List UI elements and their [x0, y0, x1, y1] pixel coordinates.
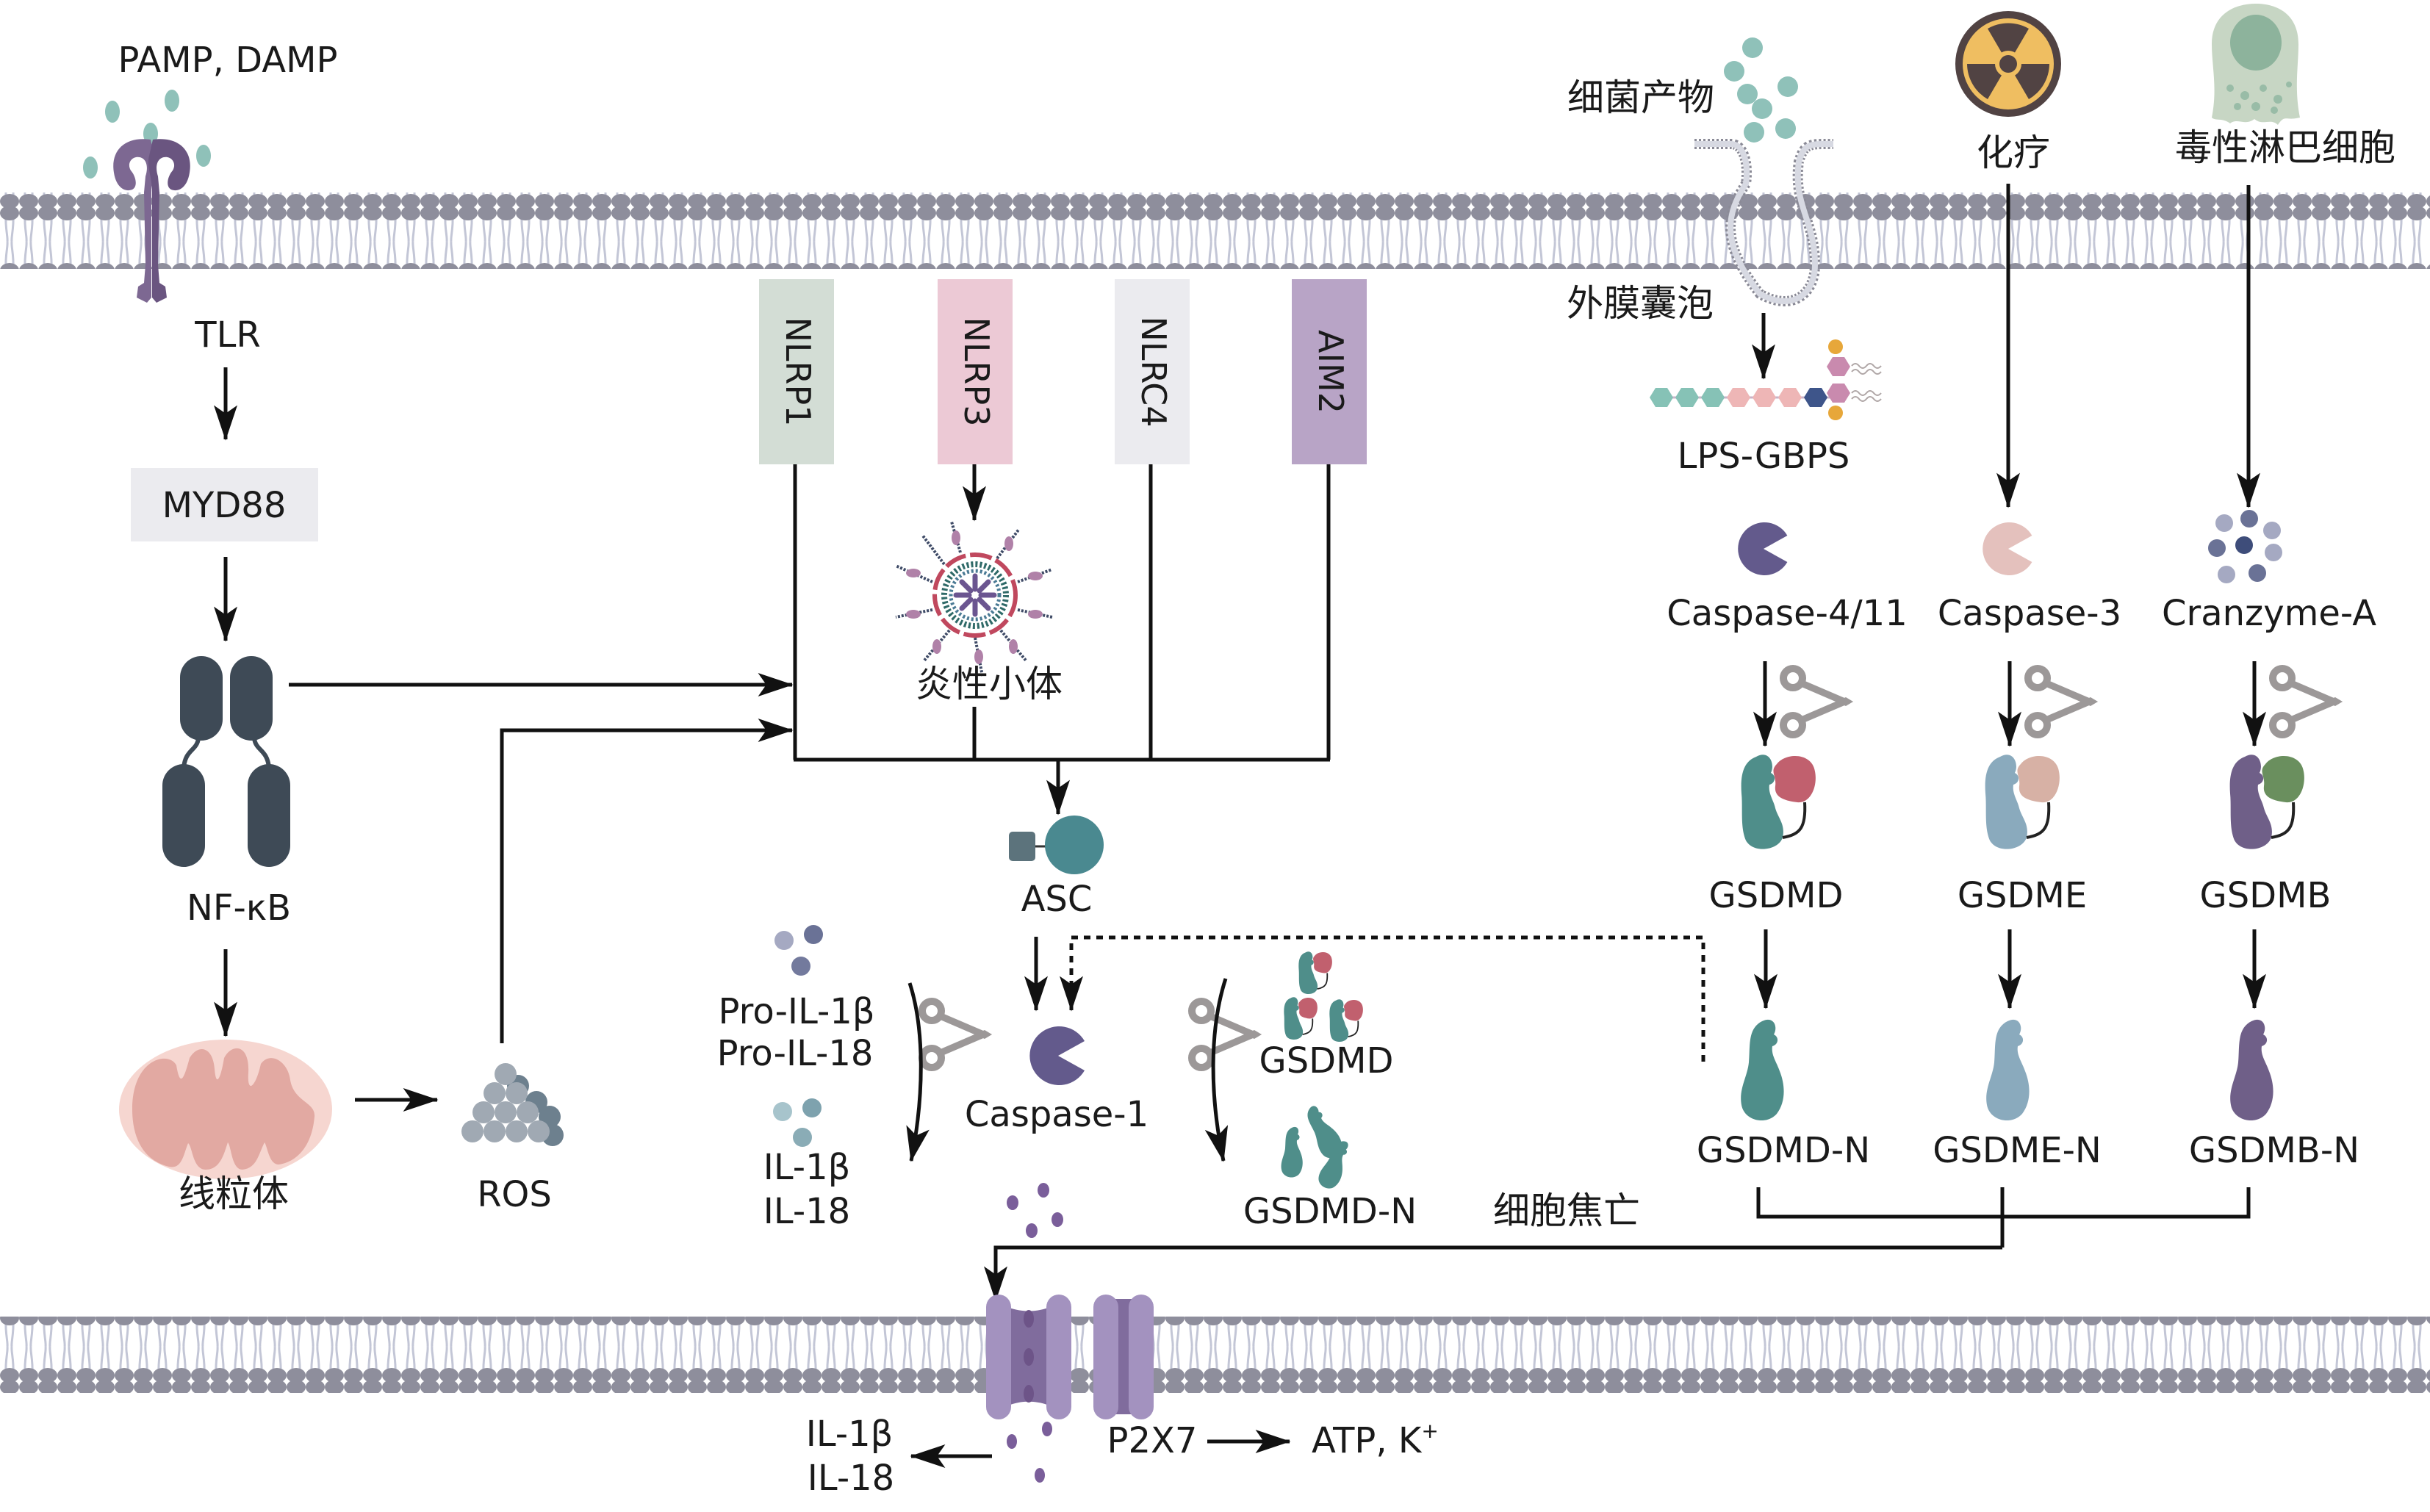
caspase1-label: Caspase-1	[965, 1094, 1149, 1135]
cytotoxic-lymphocyte-icon	[2212, 4, 2300, 125]
nlrc4-box	[1115, 279, 1190, 464]
scissors-icon-left	[922, 1001, 992, 1068]
pro-il-1b-label: Pro-IL-1β	[719, 991, 875, 1032]
sensor-aim2: AIM2	[1292, 279, 1367, 464]
atp-k-label: ATP, K+	[1312, 1419, 1439, 1461]
released-particles-bottom-icon	[1007, 1422, 1052, 1483]
il-1b-released-label: IL-1β	[806, 1414, 894, 1455]
sensor-nlrp3: NLRP3	[938, 279, 1013, 464]
gsdmd-label: GSDMD	[1709, 875, 1844, 916]
gsdme-label: GSDME	[1958, 875, 2087, 916]
nlrp1-label: NLRP1	[778, 317, 818, 426]
cytotoxic-lymphocyte-label: 毒性淋巴细胞	[2175, 126, 2395, 169]
nfkb-icon	[162, 656, 290, 867]
arrow-to-gsdm-pore	[984, 1245, 2002, 1302]
inflammasome-label: 炎性小体	[916, 663, 1063, 705]
gsdmd-oligomer-icon	[1283, 951, 1364, 1043]
scissors-icon-col1	[1783, 669, 1853, 735]
mitochondria-icon	[119, 1040, 332, 1179]
caspase-4-11-label: Caspase-4/11	[1667, 593, 1907, 634]
aim2-label: AIM2	[1311, 330, 1351, 414]
gsdmb-n-label: GSDMB-N	[2189, 1130, 2359, 1171]
caspase1-icon	[1029, 1026, 1085, 1085]
gsdmb-label: GSDMB	[2200, 875, 2332, 916]
tlr-label: TLR	[194, 314, 260, 356]
bacterial-products-label: 细菌产物	[1567, 76, 1714, 119]
lps-gbps-label: LPS-GBPS	[1678, 436, 1850, 477]
sensor-nlrc4: NLRC4	[1115, 279, 1190, 464]
top-cell-membrane	[0, 192, 2430, 269]
sensor-nlrp1: NLRP1	[759, 279, 834, 464]
granzyme-a-label: Cranzyme-A	[2162, 593, 2376, 634]
aim2-box	[1292, 279, 1367, 464]
asc-label: ASC	[1021, 879, 1093, 920]
scissors-icon-col3	[2273, 669, 2343, 735]
gsdmd-center-label: GSDMD	[1259, 1040, 1394, 1081]
p2x7-label: P2X7	[1107, 1420, 1198, 1461]
pro-il-18-label: Pro-IL-18	[717, 1033, 874, 1074]
myd88-box	[131, 468, 318, 541]
released-particles-icon	[1007, 1183, 1063, 1238]
mitochondria-label: 线粒体	[179, 1173, 289, 1215]
gsdme-n-icon	[1986, 1019, 2030, 1121]
asc-icon	[1009, 816, 1104, 874]
k-superscript: +	[1421, 1419, 1438, 1443]
gsdme-n-label: GSDME-N	[1933, 1130, 2102, 1171]
ros-label: ROS	[477, 1174, 552, 1215]
inflammasome-icon	[895, 521, 1053, 677]
gsdmd-n-cluster-icon	[1281, 1102, 1354, 1192]
caspase-3-label: Caspase-3	[1938, 593, 2121, 634]
nfkb-label: NF-κB	[187, 888, 291, 929]
scissors-icon-col2	[2028, 669, 2098, 735]
granzyme-a-icon	[2208, 510, 2282, 583]
pamp-damp-label: PAMP, DAMP	[118, 40, 338, 81]
gasdermin-pore-icon	[986, 1295, 1071, 1419]
pyroptosis-label: 细胞焦亡	[1493, 1189, 1640, 1232]
arrow-ros-to-sensors	[500, 719, 794, 1043]
tlr-receptor-icon	[113, 139, 190, 303]
caspase-4-11-icon	[1738, 522, 1788, 575]
outer-membrane-vesicle-icon	[1694, 139, 1833, 306]
caspase-3-icon	[1983, 522, 2032, 575]
nlrp1-box	[759, 279, 834, 464]
gsdme-full-icon	[1985, 755, 2060, 849]
il-18-label: IL-18	[763, 1191, 850, 1232]
arrow-gsdmd-to-gsdmd-n	[1204, 978, 1229, 1162]
nlrc4-label: NLRC4	[1134, 316, 1173, 427]
chemotherapy-label: 化疗	[1977, 132, 2050, 174]
il-18-released-label: IL-18	[808, 1458, 894, 1499]
il-1b-label: IL-1β	[763, 1147, 851, 1188]
bacterial-product-molecules-icon	[1724, 37, 1798, 143]
ros-icon	[461, 1063, 564, 1146]
bottom-cell-membrane	[0, 1317, 2430, 1393]
gsdmd-n-center-label: GSDMD-N	[1243, 1191, 1417, 1232]
nlrp3-label: NLRP3	[957, 317, 996, 426]
pro-cytokine-icon	[774, 925, 823, 976]
gsdmd-n-icon	[1741, 1019, 1784, 1121]
gasdermin-n-join-bracket	[1756, 1187, 2251, 1248]
radiation-chemotherapy-icon	[1955, 11, 2061, 117]
p2x7-channel-icon	[1093, 1295, 1154, 1419]
atp-k-text: ATP, K	[1312, 1420, 1423, 1461]
nlrp3-box	[938, 279, 1013, 464]
gsdmb-full-icon	[2229, 755, 2304, 849]
gsdmb-n-icon	[2230, 1019, 2273, 1121]
outer-membrane-vesicle-label: 外膜囊泡	[1567, 282, 1714, 325]
lps-molecule-icon	[1650, 339, 1882, 420]
gsdmd-n-label: GSDMD-N	[1697, 1130, 1870, 1171]
dashed-feedback-gsdmd-to-caspase1	[1060, 935, 1705, 1062]
mature-cytokine-icon	[773, 1098, 822, 1147]
myd88-label: MYD88	[162, 485, 287, 526]
scissors-icon-right	[1192, 1001, 1262, 1068]
gsdmd-full-icon	[1739, 753, 1817, 851]
arrow-pro-il-to-il	[906, 982, 930, 1162]
